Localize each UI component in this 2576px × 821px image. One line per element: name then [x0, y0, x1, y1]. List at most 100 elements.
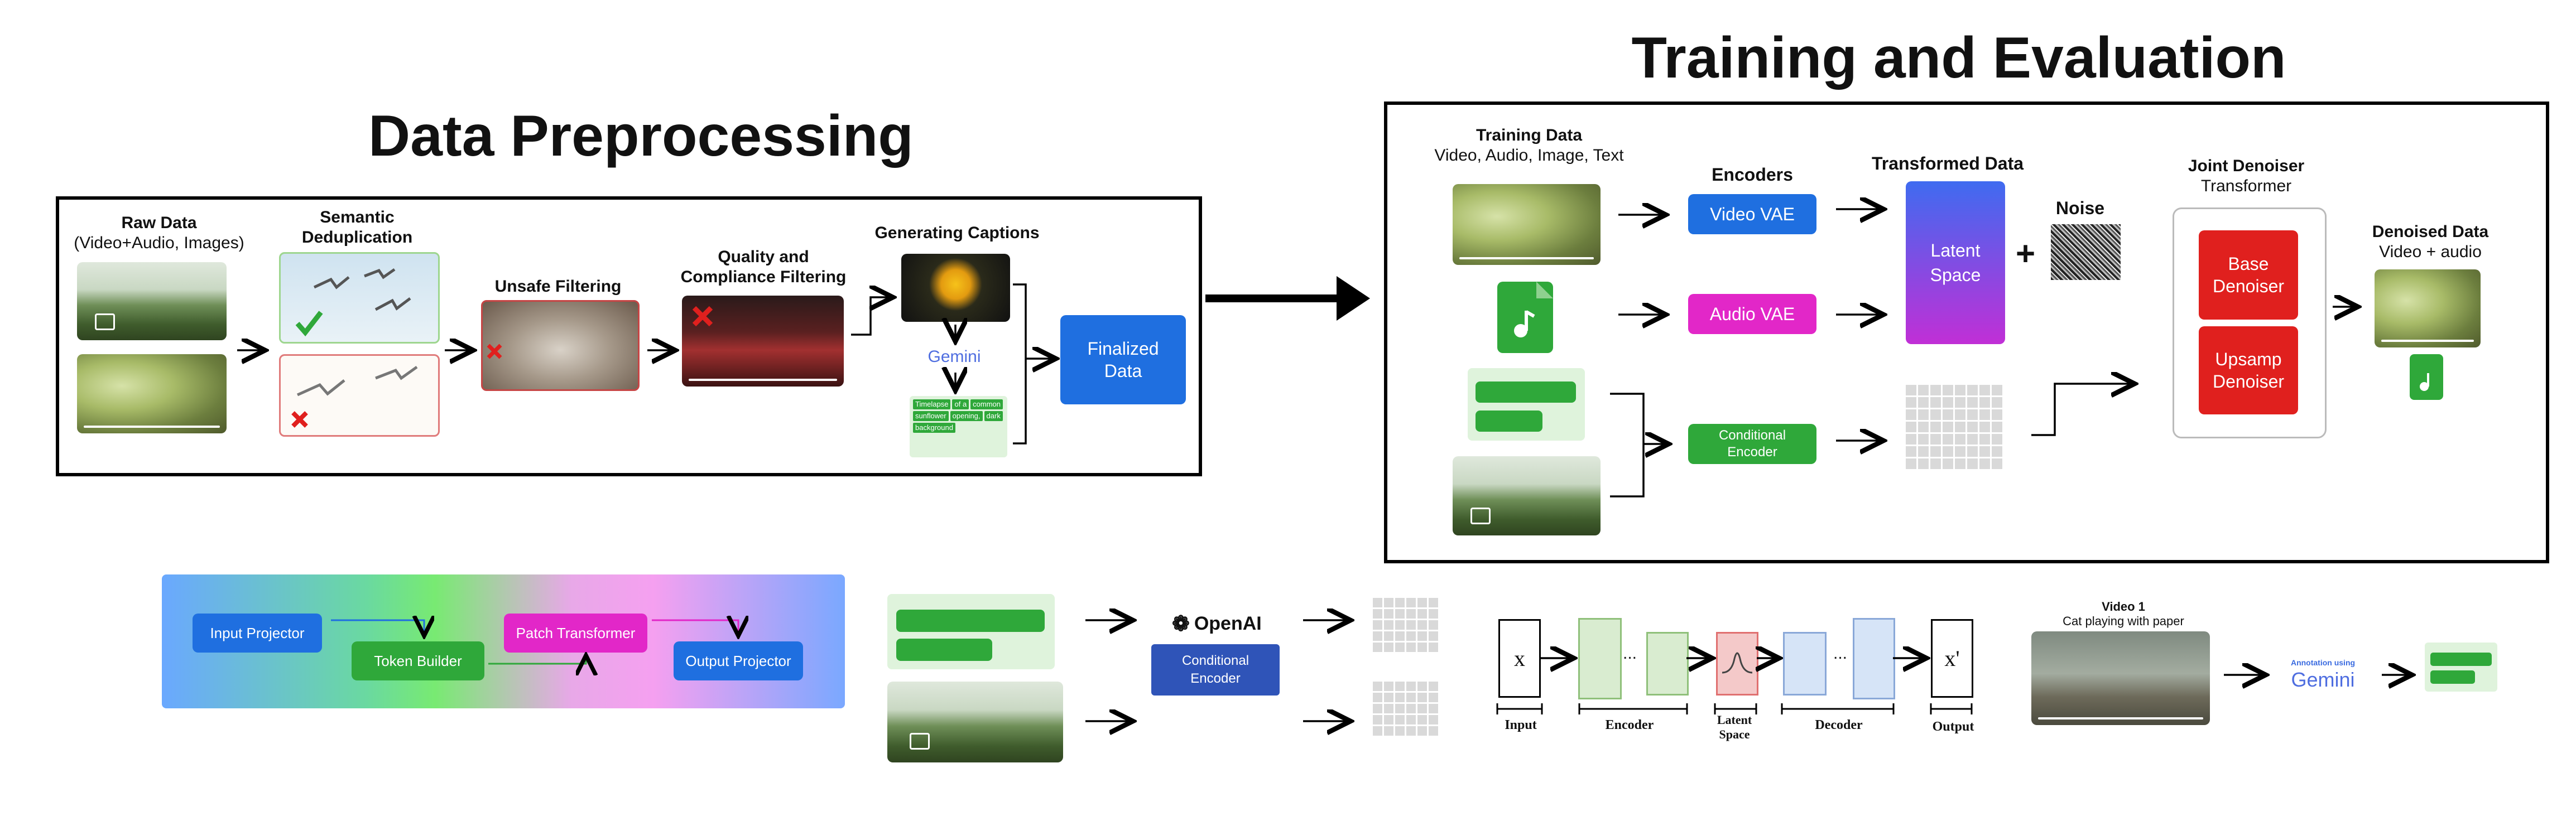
- caption-word: common: [970, 399, 1003, 409]
- quality-thumbnail: [682, 296, 844, 387]
- video-progress-bar[interactable]: [689, 379, 837, 381]
- token-cell: [1955, 422, 1965, 432]
- audio-vae-box: Audio VAE: [1688, 294, 1816, 334]
- bottom-text-card: [887, 594, 1055, 669]
- gemini-logo-text: Gemini: [927, 347, 981, 366]
- cross-icon: [692, 306, 713, 327]
- token-cell: [1417, 693, 1427, 702]
- quality-label: Quality and Compliance Filtering: [680, 248, 847, 286]
- audio-file-icon: [1497, 282, 1553, 353]
- token-cell: [1967, 385, 1978, 395]
- token-cell: [1429, 682, 1438, 691]
- annotation-text-card: [2425, 643, 2497, 692]
- ae-output-box: x': [1931, 619, 1973, 698]
- conditional-encoder-box: Conditional Encoder: [1688, 424, 1816, 464]
- video-progress-bar[interactable]: [2038, 717, 2203, 719]
- token-cell: [1955, 458, 1965, 469]
- token-cell: [1417, 609, 1427, 619]
- token-cell: [1417, 726, 1427, 736]
- token-cell: [1429, 704, 1438, 713]
- video1-subtitle: Cat playing with paper: [2063, 614, 2184, 628]
- token-cell: [1930, 409, 1941, 420]
- video-vae-box: Video VAE: [1688, 194, 1816, 234]
- audio-file-icon: [2410, 354, 2443, 400]
- video-progress-bar[interactable]: [1459, 257, 1594, 259]
- input-projector-box: Input Projector: [193, 614, 322, 653]
- caption-word: sunflower: [913, 411, 949, 421]
- openai-logo: ❁ OpenAI: [1172, 611, 1262, 636]
- token-cell: [1943, 409, 1953, 420]
- captions-label: Generating Captions: [874, 224, 1040, 242]
- token-cell: [1384, 726, 1393, 736]
- gulls-duplicate-illustration: [291, 365, 418, 428]
- text-line: [2430, 653, 2492, 666]
- text-card: [1468, 368, 1585, 441]
- token-cell: [1943, 397, 1953, 408]
- ae-brackets: [1496, 703, 1973, 714]
- ae-encoder-layer: [1646, 632, 1689, 696]
- video-progress-bar[interactable]: [2381, 340, 2474, 342]
- joint-denoiser-title: Joint Denoiser: [2188, 157, 2305, 175]
- token-cell: [1992, 409, 2002, 420]
- token-cell: [1918, 446, 1929, 457]
- raw-data-title: Raw Data: [121, 214, 197, 232]
- openai-label: OpenAI: [1194, 613, 1262, 634]
- token-cell: [1395, 726, 1405, 736]
- token-cell: [1384, 620, 1393, 630]
- token-cell: [1992, 397, 2002, 408]
- caption-word: opening,: [950, 411, 983, 421]
- token-cell: [1955, 434, 1965, 445]
- token-cell: [1429, 631, 1438, 641]
- training-evaluation-title: Training and Evaluation: [1631, 26, 2286, 90]
- raw-data-label: Raw Data (Video+Audio, Images): [61, 213, 257, 253]
- output-projector-box: Output Projector: [674, 641, 803, 680]
- cross-icon: [487, 344, 502, 359]
- token-cell: [1930, 434, 1941, 445]
- token-cell: [1906, 409, 1916, 420]
- token-cell: [1417, 682, 1427, 691]
- token-cell: [1384, 715, 1393, 725]
- token-cell: [1429, 643, 1438, 652]
- token-cell: [1417, 704, 1427, 713]
- ae-label-encoder: Encoder: [1605, 718, 1654, 732]
- token-cell: [1992, 422, 2002, 432]
- token-cell: [1967, 434, 1978, 445]
- token-cell: [1406, 715, 1416, 725]
- token-cell: [1395, 609, 1405, 619]
- dedup-keep-thumbnail: [279, 252, 440, 344]
- token-cell: [1429, 620, 1438, 630]
- token-cell: [1918, 422, 1929, 432]
- token-cell: [1384, 609, 1393, 619]
- joint-denoiser-box: [2173, 207, 2327, 438]
- token-cell: [1395, 631, 1405, 641]
- token-cell: [1906, 422, 1916, 432]
- token-cell: [1918, 385, 1929, 395]
- noise-image: [2051, 224, 2121, 280]
- training-evaluation-frame: [1384, 102, 2549, 563]
- token-cell: [1967, 397, 1978, 408]
- denoised-data-subtitle: Video + audio: [2379, 243, 2482, 261]
- denoised-data-title: Denoised Data: [2372, 223, 2489, 241]
- video-progress-bar[interactable]: [84, 426, 220, 428]
- token-cell: [1406, 620, 1416, 630]
- ae-decoder-ellipsis: ...: [1833, 644, 1848, 663]
- token-cell: [1930, 422, 1941, 432]
- training-data-label: Training Data Video, Audio, Image, Text: [1412, 125, 1646, 166]
- text-line: [896, 610, 1045, 632]
- caption-word: background: [913, 423, 955, 433]
- joint-denoiser-subtitle: Transformer: [2200, 177, 2292, 195]
- token-cell: [1943, 422, 1953, 432]
- bracket: [1013, 283, 1027, 445]
- token-cell: [1906, 458, 1916, 469]
- token-cell: [1955, 446, 1965, 457]
- token-cell: [1373, 620, 1382, 630]
- ae-decoder-layer: [1783, 632, 1827, 696]
- token-cell: [1373, 631, 1382, 641]
- token-cell: [1930, 385, 1941, 395]
- token-cell: [1429, 726, 1438, 736]
- token-cell: [1955, 409, 1965, 420]
- plus-sign: +: [2016, 235, 2036, 272]
- token-cell: [1943, 458, 1953, 469]
- token-cell: [1930, 458, 1941, 469]
- cat-video-thumbnail: [2031, 631, 2210, 725]
